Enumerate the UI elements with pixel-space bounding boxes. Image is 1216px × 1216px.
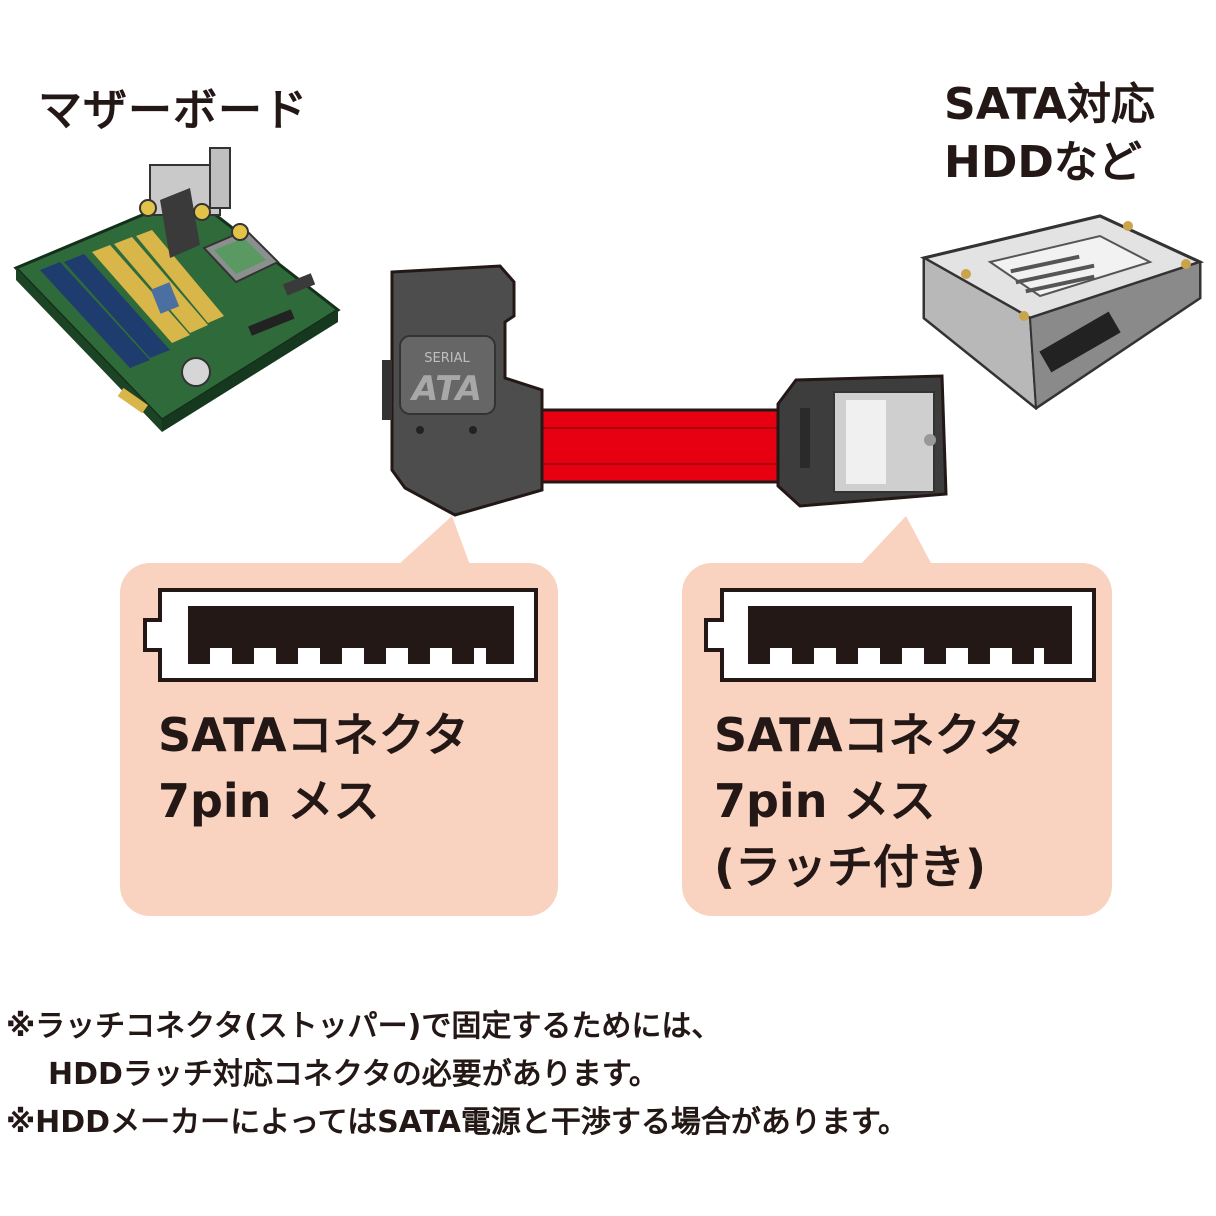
connector-logo-bottom: ATA — [409, 369, 482, 409]
right-pin-diagram-icon — [704, 588, 1096, 682]
left-bubble-line2: 7pin メス — [158, 774, 380, 828]
sata-cable-icon — [528, 408, 792, 484]
hdd-label-line2: HDDなど — [944, 137, 1142, 188]
left-bubble-line1: SATAコネクタ — [158, 708, 469, 762]
right-bubble-line2: 7pin メス — [714, 774, 936, 828]
right-bubble-text: SATAコネクタ 7pin メス (ラッチ付き) — [714, 702, 1025, 900]
motherboard-icon — [13, 147, 341, 432]
footnotes: ※ラッチコネクタ(ストッパー)で固定するためには、 HDDラッチ対応コネクタの必… — [6, 1003, 908, 1147]
hdd-label: SATA対応 HDDなど — [944, 76, 1155, 192]
hdd-label-line1: SATA対応 — [944, 79, 1155, 130]
hdd-icon — [919, 214, 1205, 411]
left-pin-diagram-icon — [143, 588, 538, 682]
note1-line2: HDDラッチ対応コネクタの必要があります。 — [48, 1057, 659, 1092]
left-bubble-text: SATAコネクタ 7pin メス — [158, 702, 469, 834]
note2: ※HDDメーカーによってはSATA電源と干渉する場合があります。 — [6, 1105, 908, 1140]
motherboard-label: マザーボード — [38, 85, 308, 136]
connector-logo-top: SERIAL — [424, 351, 470, 366]
right-bubble-line3: (ラッチ付き) — [714, 840, 987, 894]
right-latch-connector-icon — [776, 374, 948, 508]
left-angle-connector-icon — [382, 264, 544, 517]
note1-line1: ※ラッチコネクタ(ストッパー)で固定するためには、 — [6, 1009, 722, 1044]
right-bubble-line1: SATAコネクタ — [714, 708, 1025, 762]
